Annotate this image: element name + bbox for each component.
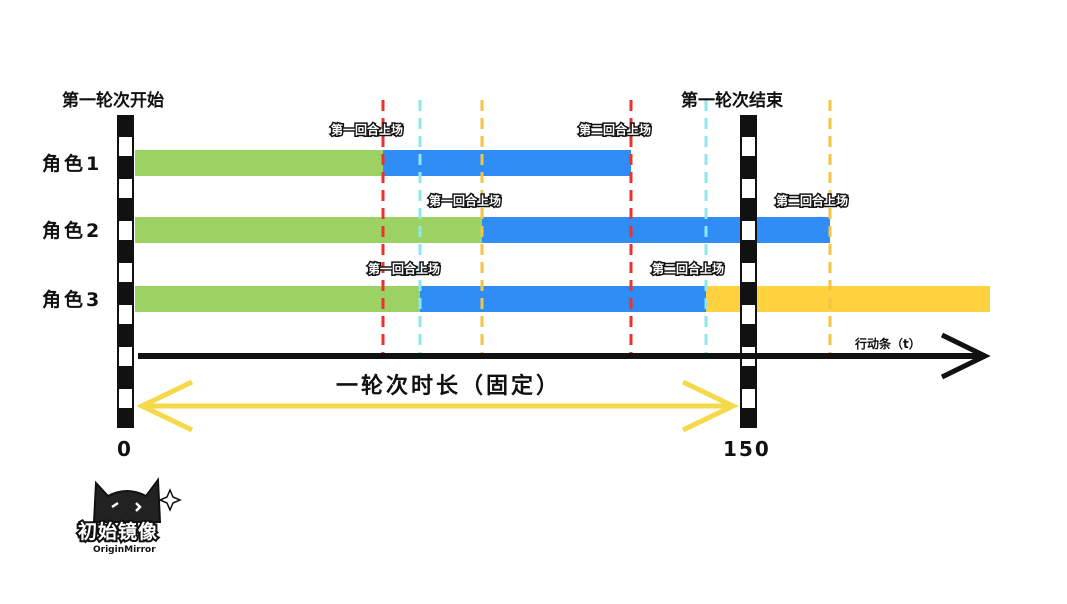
- marker-white-segment: [742, 137, 755, 156]
- character-2-turn-2-label: 第二回合上场: [776, 193, 848, 208]
- marker-white-segment: [742, 221, 755, 240]
- character-2-label: 角色2: [42, 219, 102, 242]
- character-3-turn-bar: [420, 286, 706, 312]
- marker-white-segment: [742, 179, 755, 198]
- character-3-turn-1-label: 第一回合上场: [368, 261, 440, 276]
- character-1-turn-1-label: 第一回合上场: [331, 122, 403, 137]
- round-duration-label: 一轮次时长（固定）: [336, 373, 561, 399]
- character-2-turn-1-label: 第一回合上场: [429, 193, 501, 208]
- character-1-waiting-bar: [135, 150, 383, 176]
- action-axis-arrowhead: [940, 332, 991, 380]
- marker-white-segment: [742, 305, 755, 324]
- marker-white-segment: [119, 389, 132, 408]
- axis-tick-end: 150: [723, 437, 771, 461]
- origin-mirror-logo: 初始镜像 OriginMirror: [76, 477, 182, 555]
- round-duration-arrow: [136, 379, 739, 433]
- round-start-marker: [117, 115, 134, 428]
- logo-subtitle: OriginMirror: [93, 545, 156, 555]
- marker-white-segment: [119, 347, 132, 366]
- logo-sparkle-icon: [158, 488, 182, 512]
- character-2-turn-bar: [482, 217, 830, 243]
- axis-tick-start: 0: [117, 437, 133, 461]
- character-3-turn-2-label: 第二回合上场: [652, 261, 724, 276]
- marker-white-segment: [742, 389, 755, 408]
- round-end-marker: [740, 115, 757, 428]
- round-start-label: 第一轮次开始: [62, 90, 164, 111]
- character-3-waiting-bar: [135, 286, 420, 312]
- marker-white-segment: [742, 263, 755, 282]
- character-1-turn-2-label: 第二回合上场: [579, 122, 651, 137]
- logo-face-icon: [111, 501, 142, 512]
- round-end-label: 第一轮次结束: [681, 90, 783, 111]
- marker-white-segment: [119, 137, 132, 156]
- logo-cat-icon: [92, 477, 162, 523]
- marker-white-segment: [119, 263, 132, 282]
- marker-white-segment: [119, 179, 132, 198]
- character-1-label: 角色1: [42, 152, 102, 175]
- character-3-label: 角色3: [42, 288, 102, 311]
- character-2-waiting-bar: [135, 217, 482, 243]
- marker-white-segment: [119, 221, 132, 240]
- logo-name: 初始镜像: [78, 520, 158, 543]
- axis-label: 行动条（t）: [854, 336, 921, 351]
- character-1-turn-bar: [383, 150, 631, 176]
- marker-white-segment: [119, 305, 132, 324]
